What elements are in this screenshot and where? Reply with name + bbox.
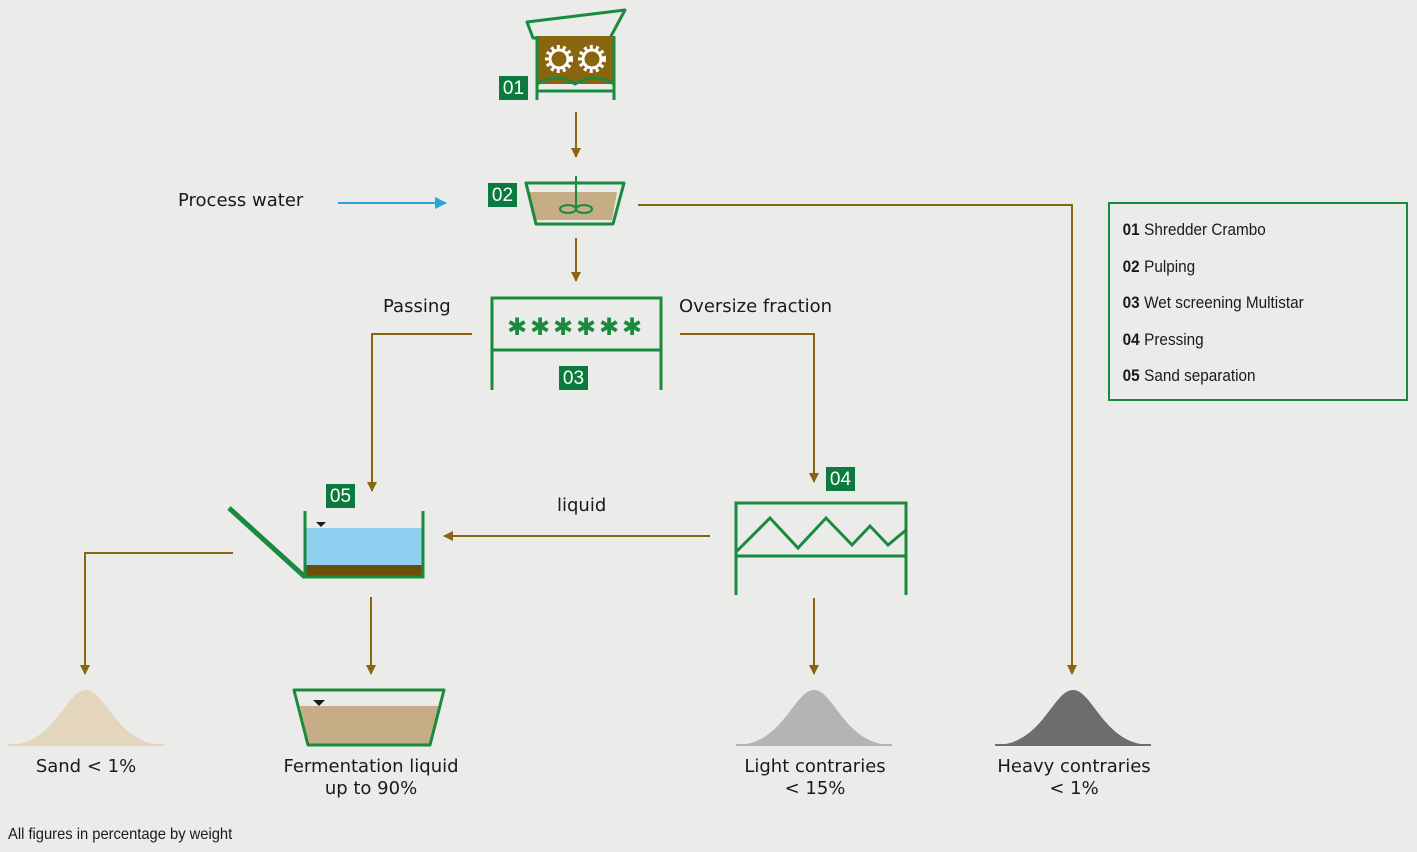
svg-text:✱: ✱	[622, 313, 642, 341]
tag-03: 03	[559, 366, 588, 390]
light-contraries-line2: < 15%	[784, 778, 846, 799]
legend-num: 02	[1122, 256, 1140, 276]
passing-label: Passing	[383, 296, 451, 317]
light-contraries-line1: Light contraries	[744, 756, 886, 777]
heavy-contraries-line1: Heavy contraries	[997, 756, 1151, 777]
oversize-fraction-label: Oversize fraction	[679, 296, 833, 317]
fermentation-liquid-line2: up to 90%	[324, 778, 418, 799]
flow-arrow	[680, 333, 819, 483]
tag-05: 05	[326, 484, 355, 508]
heavy-contraries-line2: < 1%	[1049, 778, 1099, 799]
flow-arrow	[80, 552, 233, 675]
pulper-icon	[524, 176, 626, 226]
legend-num: 03	[1122, 293, 1140, 312]
tag-04: 04	[826, 467, 855, 491]
flow-arrow	[638, 204, 1077, 675]
sand-separator-icon	[227, 506, 425, 579]
legend-text: Wet screening Multistar	[1144, 293, 1304, 312]
star-screen-icon: ✱ ✱ ✱ ✱ ✱ ✱	[490, 296, 663, 390]
legend-num: 04	[1122, 329, 1140, 349]
flow-arrow	[367, 333, 472, 492]
svg-text:✱: ✱	[599, 313, 619, 341]
light-contraries-label: Light contraries < 15%	[744, 756, 885, 800]
light-contraries-pile	[736, 690, 892, 745]
tag-02: 02	[488, 183, 517, 207]
svg-text:✱: ✱	[507, 313, 527, 341]
liquid-label: liquid	[557, 495, 607, 516]
svg-text:✱: ✱	[553, 313, 573, 341]
sand-output-label: Sand < 1%	[35, 756, 137, 777]
fermentation-tank-icon	[292, 688, 446, 747]
svg-text:✱: ✱	[576, 313, 596, 341]
heavy-contraries-pile	[995, 690, 1151, 745]
svg-text:✱: ✱	[530, 313, 550, 341]
legend-text: Sand separation	[1144, 366, 1256, 385]
legend-num: 01	[1122, 220, 1140, 239]
shredder-icon	[525, 8, 627, 100]
sand-pile	[8, 690, 164, 745]
fermentation-liquid-label: Fermentation liquid up to 90%	[283, 756, 458, 800]
tag-01: 01	[499, 76, 528, 100]
process-water-label: Process water	[178, 190, 304, 211]
legend-text: Pulping	[1144, 256, 1196, 276]
legend-num: 05	[1122, 366, 1140, 385]
fermentation-liquid-line1: Fermentation liquid	[283, 756, 459, 777]
press-icon	[734, 501, 908, 595]
footnote: All figures in percentage by weight	[8, 826, 233, 843]
legend-text: Pressing	[1144, 329, 1204, 349]
legend-text: Shredder Crambo	[1144, 220, 1266, 239]
heavy-contraries-label: Heavy contraries < 1%	[997, 756, 1150, 800]
